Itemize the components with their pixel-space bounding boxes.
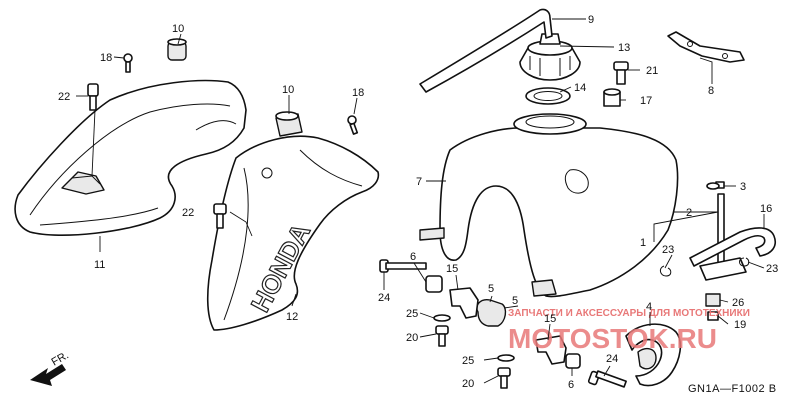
cap-gasket-part[interactable]: [525, 87, 571, 105]
front-arrow-icon: [30, 364, 66, 386]
callout-24-bolt[interactable]: 24: [378, 292, 390, 304]
collar-6b-part[interactable]: [565, 353, 581, 369]
tank-bracket-part[interactable]: [667, 31, 745, 63]
fuel-hose-part[interactable]: [689, 227, 776, 267]
callout-labels: 10 18 22 11 10 18 22 12 9 13 14 21 17 8 …: [58, 14, 778, 391]
watermark-brand: MOTOSTOK.RU: [508, 323, 717, 354]
callout-18-screw[interactable]: 18: [100, 52, 112, 64]
callout-11-left-shroud[interactable]: 11: [94, 259, 105, 271]
callout-24-bolt-b[interactable]: 24: [606, 353, 618, 365]
fuel-valve-part[interactable]: [699, 181, 747, 321]
callout-22-bolt[interactable]: 22: [58, 91, 70, 103]
collar-17-part[interactable]: [603, 88, 621, 107]
bolt-22-part[interactable]: [87, 83, 99, 111]
callout-5-damper-b[interactable]: 5: [512, 295, 518, 307]
callout-10-grommet[interactable]: 10: [282, 84, 294, 96]
callout-6-collar[interactable]: 6: [410, 251, 416, 263]
callout-4-strap[interactable]: 4: [646, 301, 652, 313]
damper-5-part[interactable]: [476, 298, 507, 327]
callout-20-bolt-b[interactable]: 20: [462, 378, 474, 390]
breather-tube-part[interactable]: [419, 8, 553, 93]
callout-18-screw-b[interactable]: 18: [352, 87, 364, 99]
callout-12-right-shroud[interactable]: 12: [286, 311, 298, 323]
bolt-21-part[interactable]: [613, 61, 629, 85]
bolt-20-part[interactable]: [435, 325, 511, 389]
callout-8-bracket[interactable]: 8: [708, 85, 714, 97]
strap-4-part[interactable]: [625, 323, 682, 387]
bolt-22b-part[interactable]: [213, 203, 227, 229]
callout-21-bolt[interactable]: 21: [646, 65, 658, 77]
callout-3-washer[interactable]: 3: [740, 181, 746, 193]
callout-6-collar-b[interactable]: 6: [568, 379, 574, 391]
callout-13-fuel-cap[interactable]: 13: [618, 42, 630, 54]
collar-6-part[interactable]: [425, 275, 443, 293]
callout-22-bolt-b[interactable]: 22: [182, 207, 194, 219]
callout-1-fuel-valve-assy[interactable]: 1: [640, 237, 646, 249]
callout-16-fuel-hose[interactable]: 16: [760, 203, 772, 215]
bolt-24b-part[interactable]: [587, 370, 627, 388]
callout-25-washer-b[interactable]: 25: [462, 355, 474, 367]
callout-25-washer[interactable]: 25: [406, 308, 418, 320]
watermark-top-line: ЗАПЧАСТИ И АКСЕССУАРЫ ДЛЯ МОТОТЕХНИКИ: [508, 308, 750, 319]
screw-18b-part[interactable]: [347, 115, 359, 135]
callout-26-packing[interactable]: 26: [732, 297, 744, 309]
callout-17-collar[interactable]: 17: [640, 95, 652, 107]
callout-23-hose-clip[interactable]: 23: [662, 244, 674, 256]
callout-5-damper[interactable]: 5: [488, 283, 494, 295]
callout-19-drain[interactable]: 19: [734, 319, 746, 331]
right-shroud-part[interactable]: HONDA: [206, 135, 380, 331]
front-direction-label: FR.: [50, 349, 71, 368]
diagram-code: GN1A—F1002 B: [688, 383, 777, 395]
callout-9-breather-tube[interactable]: 9: [588, 14, 594, 26]
screw-18-part[interactable]: [123, 53, 133, 73]
callout-7-fuel-tank[interactable]: 7: [416, 176, 422, 188]
callout-23-hose-clip-b[interactable]: 23: [766, 263, 778, 275]
cap-nut-10-part[interactable]: [167, 38, 187, 61]
callout-15-bracket[interactable]: 15: [446, 263, 458, 275]
washer-25-part[interactable]: [433, 314, 515, 362]
grommet-10-part[interactable]: [275, 111, 303, 137]
fuel-tank-part[interactable]: [419, 113, 679, 298]
callout-20-bolt[interactable]: 20: [406, 332, 418, 344]
leader-lines: [71, 18, 765, 384]
fuel-cap-part[interactable]: [519, 33, 581, 81]
callout-2-fuel-valve[interactable]: 2: [686, 207, 692, 219]
bracket-15-part[interactable]: [449, 287, 567, 365]
callout-14-gasket[interactable]: 14: [574, 82, 586, 94]
bolt-24-part[interactable]: [379, 259, 427, 273]
left-shroud-part[interactable]: [14, 79, 247, 236]
callout-15-bracket-b[interactable]: 15: [544, 313, 556, 325]
hose-clip-part[interactable]: [659, 257, 750, 277]
callout-10-cap-nut[interactable]: 10: [172, 23, 184, 35]
